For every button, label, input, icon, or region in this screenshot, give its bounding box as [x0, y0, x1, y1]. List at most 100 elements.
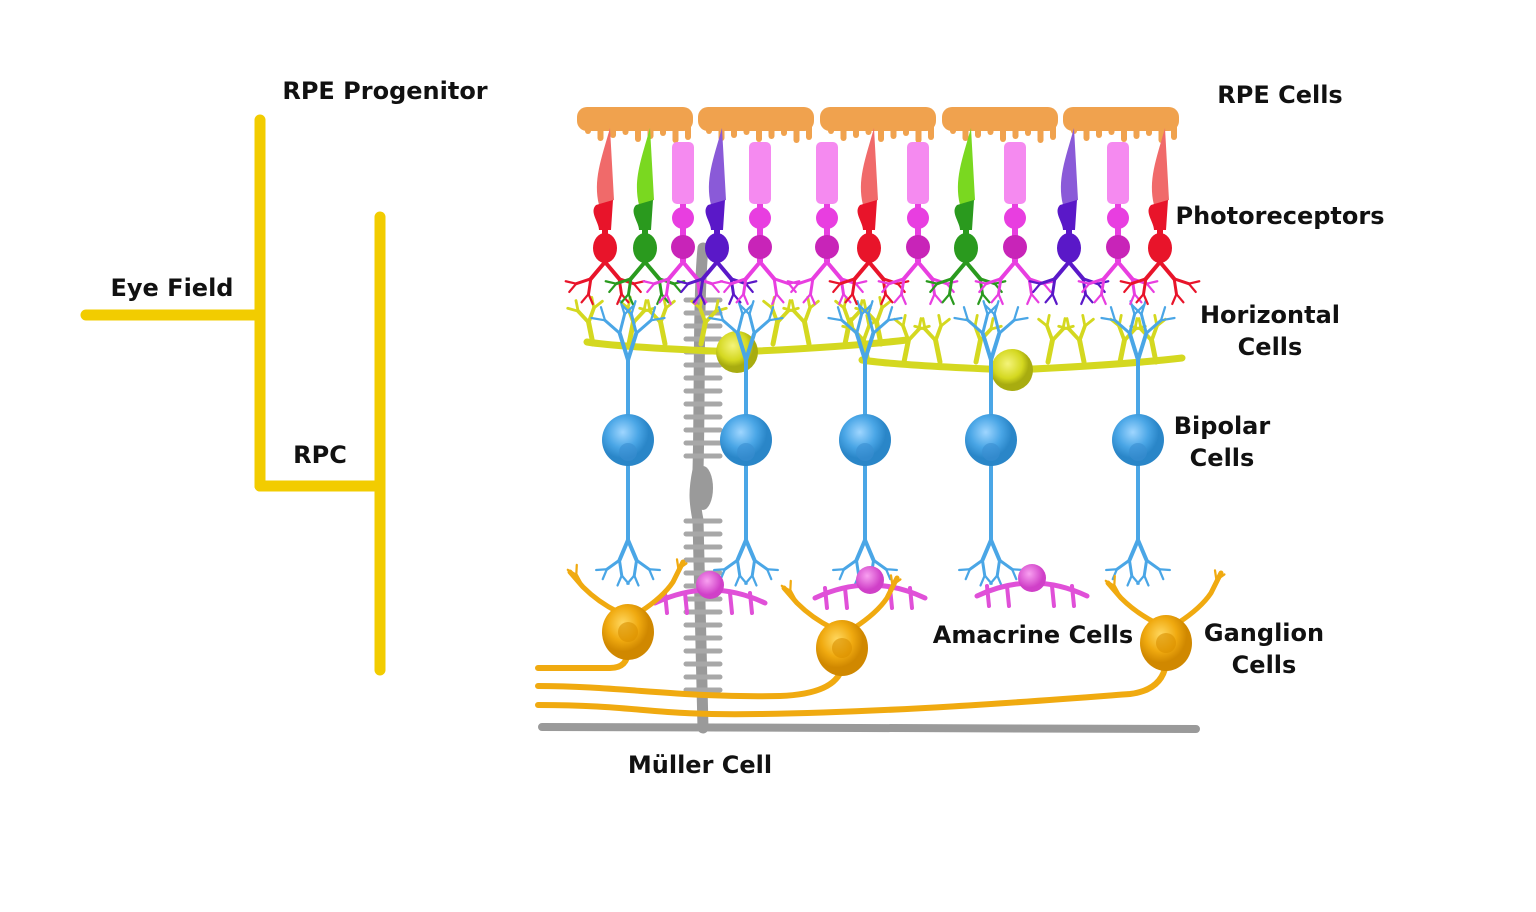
bipolar-cell-terminal: [765, 568, 779, 572]
horizontal-cell-dendrite: [1077, 337, 1087, 365]
photoreceptor-terminal: [790, 282, 800, 294]
photoreceptor-terminal: [1026, 292, 1033, 306]
rpe-cell: [698, 107, 814, 143]
photoreceptor-terminal: [1135, 292, 1145, 304]
photoreceptor-terminal: [851, 277, 857, 296]
photoreceptor-terminal: [929, 292, 936, 306]
bipolar-cell-soma: [1112, 414, 1164, 466]
horizontal-cell-dendrite: [762, 299, 774, 310]
bipolar-cell-dendrite: [649, 306, 657, 322]
bipolar-cell-dendrite: [738, 303, 751, 316]
photoreceptor-terminal: [1087, 277, 1106, 286]
photoreceptor-terminal: [832, 282, 842, 294]
photoreceptor-terminal: [916, 260, 935, 281]
bipolar-cell-terminal: [872, 558, 888, 571]
bipolar-cell-dendrite: [1128, 312, 1137, 335]
horizontal-cell-dendrite: [1117, 324, 1127, 343]
bipolar-cell-dendrite: [590, 316, 607, 322]
amacrine-cell-soma: [696, 571, 724, 599]
horizontal-cell-dendrite: [662, 296, 668, 310]
bipolar-cell-dendrite: [1100, 316, 1117, 322]
red-cone-photoreceptor: [1119, 128, 1201, 306]
bipolar-cell-soma: [839, 414, 891, 466]
horizontal-cell-dendrite: [806, 296, 812, 310]
horizontal-cell-dendrite: [937, 314, 943, 328]
photoreceptor-terminal: [1101, 260, 1120, 281]
photoreceptor-terminal: [893, 292, 903, 304]
rpe-cell: [1063, 107, 1179, 143]
horizontal-cell-dendrite: [648, 309, 663, 325]
horizontal-cells-label-2: Cells: [1238, 333, 1303, 361]
photoreceptor-terminal: [1133, 292, 1143, 304]
ganglion-cell: [566, 558, 688, 660]
photoreceptor-terminal: [627, 277, 633, 296]
bipolar-cell-dendrite: [649, 316, 666, 322]
photoreceptor-terminal: [1145, 282, 1155, 294]
photoreceptor-terminal: [809, 292, 816, 306]
bipolar-cell-terminal: [863, 538, 876, 563]
photoreceptor-terminal: [1028, 280, 1042, 285]
photoreceptor-terminal: [666, 260, 685, 281]
photoreceptor-terminal: [1143, 260, 1162, 281]
bipolar-cell: [708, 300, 784, 587]
rod-soma: [1106, 235, 1130, 259]
horizontal-cell-dendrite: [574, 299, 580, 313]
cone-inner-segment: [1148, 200, 1168, 230]
bipolar-cell-terminal: [1126, 574, 1133, 587]
ganglion-cell-dendrite: [885, 583, 894, 600]
bipolar-cell-terminal: [751, 574, 758, 587]
cone-soma: [857, 233, 881, 263]
cone-inner-segment: [857, 200, 877, 230]
photoreceptor-terminal: [949, 260, 968, 281]
photoreceptor-terminal: [998, 260, 1017, 281]
bipolar-cell-terminal: [647, 568, 655, 581]
photoreceptor-terminal: [842, 292, 852, 304]
photoreceptor-terminal: [758, 260, 777, 281]
ganglion-cells-label-2: Cells: [1232, 651, 1297, 679]
photoreceptor-terminal: [1052, 260, 1071, 281]
bipolar-cell-dendrite: [603, 318, 622, 335]
ganglion-cell-dendrite: [574, 573, 585, 589]
ganglion-cell-dendrite: [891, 578, 902, 587]
photoreceptor-terminal: [1158, 260, 1177, 281]
bipolar-cell-terminal: [1115, 558, 1131, 571]
bipolar-cell-dendrite: [752, 318, 771, 335]
bipolar-cell-dendrite: [1140, 300, 1147, 316]
photoreceptor-terminal: [665, 277, 671, 296]
photoreceptor-terminal: [632, 280, 646, 285]
ganglion-cell-dendrite: [637, 559, 686, 615]
rpe-cell-body: [820, 107, 936, 131]
horizontal-cell-dendrite: [1045, 337, 1055, 365]
bipolar-cell-terminal: [842, 558, 858, 571]
photoreceptor-terminal: [574, 277, 593, 286]
eye-field-label: Eye Field: [111, 274, 234, 302]
horizontal-cell-dendrite: [849, 317, 855, 331]
photoreceptor-terminal: [742, 277, 748, 296]
bipolar-cell-terminal: [979, 574, 986, 587]
cone-outer-segment: [860, 128, 878, 205]
horizontal-cell: [841, 314, 1186, 391]
photoreceptor-terminal: [1093, 292, 1103, 304]
horizontal-cell-soma: [991, 349, 1033, 391]
photoreceptor-terminal: [854, 280, 868, 285]
photoreceptor-terminal: [728, 292, 735, 306]
bipolar-cell-dendrite: [721, 318, 740, 335]
rpc-label: RPC: [293, 441, 347, 469]
ganglion-cell-dendrite: [1175, 570, 1224, 626]
photoreceptor-terminal: [568, 282, 578, 294]
muller-cell: [538, 242, 1200, 734]
bipolar-cell-terminal: [617, 538, 630, 563]
bipolar-cell-dendrite: [871, 318, 890, 335]
photoreceptor-terminal: [775, 292, 785, 304]
ganglion-cell-nucleus: [832, 638, 852, 658]
bipolar-cell-dendrite: [634, 318, 653, 335]
amacrine-cell-dendrite: [1070, 584, 1076, 608]
bipolar-cell-dendrite: [1139, 312, 1148, 335]
cone-outer-segment: [1060, 128, 1078, 205]
bipolar-cell-terminal: [1157, 568, 1165, 581]
bipolar-cell-dendrite: [989, 331, 1002, 362]
photoreceptor-terminal: [854, 282, 864, 294]
bipolar-cell-terminal: [832, 568, 846, 572]
photoreceptor-terminal: [884, 292, 894, 304]
